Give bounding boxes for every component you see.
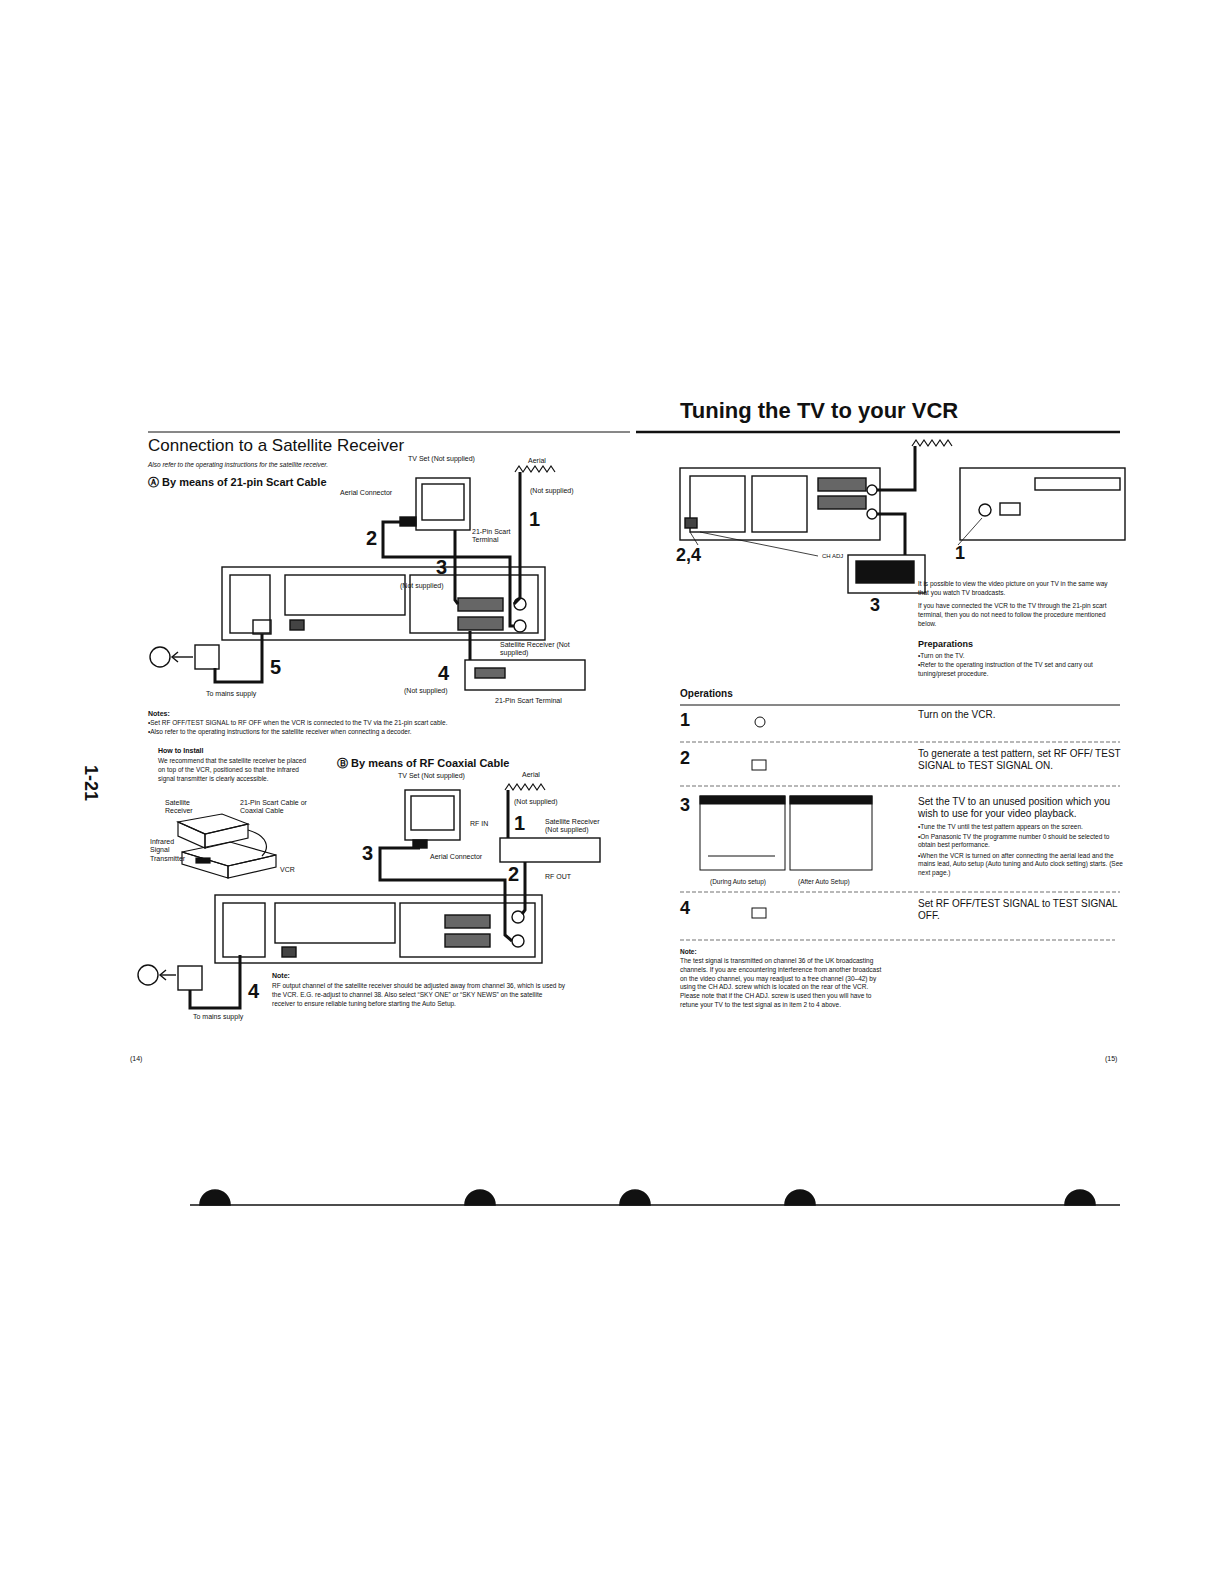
label-text: Aerial: [528, 457, 546, 465]
install-sketch: [178, 814, 276, 878]
label-text: Note:: [272, 972, 290, 980]
callout-number: 1: [514, 812, 525, 834]
label-text: Aerial Connector: [340, 489, 392, 497]
callout-number: 2: [680, 749, 690, 769]
section-heading: Ⓑ By means of RF Coaxial Cable: [337, 757, 509, 770]
callout-number: 2: [508, 863, 519, 885]
label-text: •When the VCR is turned on after connect…: [918, 852, 1123, 877]
callout-number: 3: [436, 556, 447, 578]
label-text: 21-Pin Scart Cable or Coaxial Cable: [240, 799, 310, 816]
label-text: How to Install: [158, 747, 204, 755]
label-text: To mains supply: [206, 690, 256, 698]
mains-plug-a: [150, 645, 219, 669]
label-text: •Set RF OFF/TEST SIGNAL to RF OFF when t…: [148, 719, 447, 727]
label-text: •Also refer to the operating instruction…: [148, 728, 412, 736]
label-text: •Tune the TV until the test pattern appe…: [918, 823, 1138, 831]
label-text: Set the TV to an unused position which y…: [918, 796, 1123, 820]
aerial-a: [514, 466, 555, 604]
label-text: (Not supplied): [404, 687, 448, 695]
callout-number: 1: [680, 711, 690, 731]
aerial-b: [505, 784, 545, 838]
satellite-receiver-a: [465, 660, 585, 690]
aerial-right: [877, 440, 952, 572]
section-heading: Operations: [680, 688, 733, 700]
callout-number: 5: [270, 656, 281, 678]
satellite-receiver-b: [500, 838, 600, 862]
callout-number: 1: [529, 508, 540, 530]
callout-number: 3: [870, 596, 880, 616]
label-text: (14): [130, 1055, 142, 1063]
callout-number: 1-21: [80, 765, 100, 801]
label-text: To generate a test pattern, set RF OFF/ …: [918, 748, 1123, 772]
callout-number: 2,4: [676, 546, 701, 566]
label-text: Connection to a Satellite Receiver: [148, 436, 404, 456]
label-text: Notes:: [148, 710, 170, 718]
label-text: 21-Pin Scart Terminal: [495, 697, 562, 705]
label-text: It is possible to view the video picture…: [918, 580, 1118, 598]
label-text: 21-Pin Scart Terminal: [472, 528, 532, 545]
vcr-rear-a: [222, 567, 545, 640]
label-text: To mains supply: [193, 1013, 243, 1021]
label-text: RF IN: [470, 820, 488, 828]
label-text: Infrared Signal Transmitter: [150, 838, 195, 863]
label-text: Also refer to the operating instructions…: [148, 461, 328, 469]
label-text: (During Auto setup): [710, 878, 766, 886]
vcr-rear-right: [680, 468, 880, 540]
label-text: Aerial: [522, 771, 540, 779]
label-text: •Turn on the TV.: [918, 652, 964, 660]
label-text: The test signal is transmitted on channe…: [680, 957, 885, 1010]
label-text: (After Auto Setup): [798, 878, 850, 886]
label-text: CH ADJ: [822, 553, 843, 560]
label-text: Aerial Connector: [430, 853, 482, 861]
label-text: We recommend that the satellite receiver…: [158, 757, 308, 783]
callout-number: 4: [248, 980, 259, 1002]
tv-set-a: [400, 478, 470, 530]
section-heading: Ⓐ By means of 21-pin Scart Cable: [148, 476, 327, 489]
label-text: TV Set (Not supplied): [408, 455, 475, 463]
label-text: RF output channel of the satellite recei…: [272, 982, 567, 1008]
callout-number: 2: [366, 527, 377, 549]
page-title: Tuning the TV to your VCR: [680, 398, 958, 424]
callout-number: 3: [680, 796, 690, 816]
label-text: If you have connected the VCR to the TV …: [918, 602, 1118, 628]
mains-plug-b: [138, 965, 202, 990]
tv-set-b: [405, 790, 460, 848]
label-text: Satellite Receiver: [165, 799, 205, 816]
label-text: Set RF OFF/TEST SIGNAL to TEST SIGNAL OF…: [918, 898, 1118, 922]
label-text: Turn on the VCR.: [918, 709, 995, 721]
label-text: Note:: [680, 948, 697, 956]
tv-set-right: [848, 555, 925, 593]
label-text: VCR: [280, 866, 295, 874]
label-text: RF OUT: [545, 873, 571, 881]
step-icons: [700, 717, 872, 918]
callout-number: 4: [438, 662, 449, 684]
label-text: (15): [1105, 1055, 1117, 1063]
label-text: Satellite Receiver (Not supplied): [545, 818, 605, 835]
cables-a: [215, 522, 514, 682]
label-text: •Refer to the operating instruction of t…: [918, 661, 1118, 679]
callout-number: 1: [955, 544, 965, 564]
bottom-rule: [190, 1190, 1120, 1205]
vcr-rear-b: [215, 895, 542, 963]
callout-number: 3: [362, 842, 373, 864]
vcr-front-right: [960, 468, 1125, 540]
leader-lines: [690, 518, 982, 556]
label-text: TV Set (Not supplied): [398, 772, 465, 780]
label-text: •On Panasonic TV the programme number 0 …: [918, 833, 1123, 850]
label-text: (Not supplied): [514, 798, 558, 806]
label-text: (Not supplied): [530, 487, 574, 495]
callout-number: 4: [680, 899, 690, 919]
label-text: (Not supplied): [400, 582, 444, 590]
label-text: Preparations: [918, 639, 973, 650]
label-text: Satellite Receiver (Not supplied): [500, 641, 572, 658]
